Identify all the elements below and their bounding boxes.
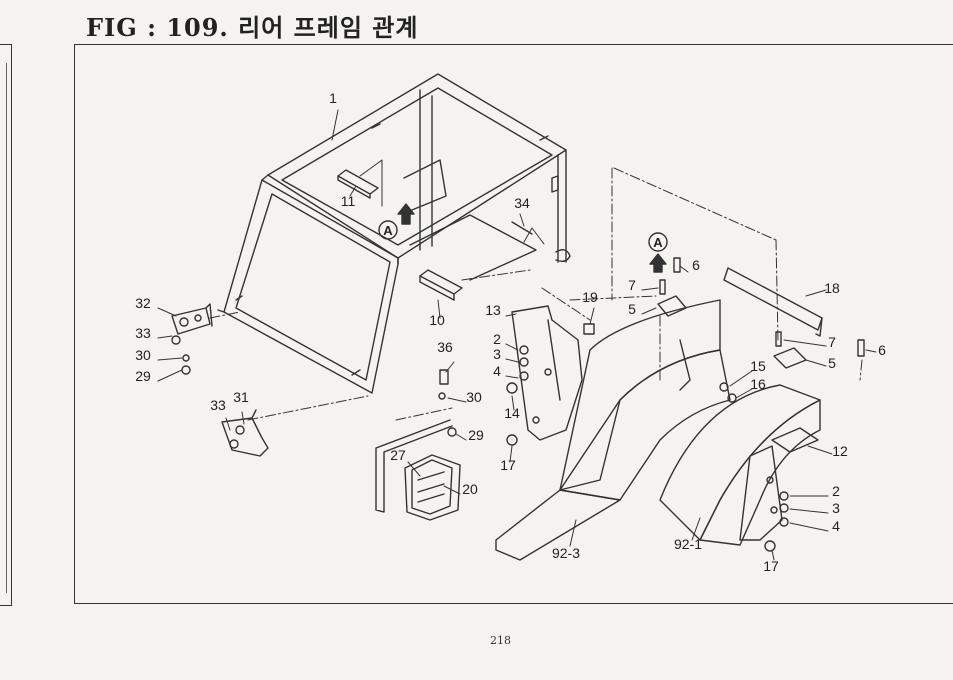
part-callout-12: 12 — [832, 443, 848, 459]
rear-window-frame-part — [217, 174, 399, 394]
part-callout-7: 7 — [828, 334, 836, 350]
part-callout-16: 16 — [750, 376, 766, 392]
part-callout-32: 32 — [135, 295, 151, 311]
part-callout-14: 14 — [504, 405, 520, 421]
part-callout-29: 29 — [468, 427, 484, 443]
part-callout-34: 34 — [514, 195, 530, 211]
part-callout-2: 2 — [493, 331, 501, 347]
assembly-lines — [209, 167, 863, 421]
part-callout-4: 4 — [493, 363, 501, 379]
part-callout-92-1: 92-1 — [674, 536, 702, 552]
hinge-bracket-31-part — [221, 409, 269, 457]
view-a-marker-left — [378, 203, 415, 240]
part-callout-30: 30 — [135, 347, 151, 363]
left-margin-frame — [0, 44, 12, 606]
leader-lines — [157, 109, 877, 561]
part-callout-36: 36 — [437, 339, 453, 355]
part-callout-6: 6 — [878, 342, 886, 358]
part-callout-33: 33 — [135, 325, 151, 341]
part-callout-11: 11 — [341, 193, 356, 209]
part-callout-4: 4 — [832, 518, 840, 534]
part-callout-13: 13 — [485, 302, 501, 318]
view-a-marker-right — [648, 232, 668, 273]
left-margin-rule — [6, 63, 7, 593]
bracket-13-part — [511, 305, 583, 441]
part-callout-5: 5 — [628, 301, 636, 317]
part-callout-27: 27 — [390, 447, 406, 463]
part-callout-17: 17 — [500, 457, 516, 473]
page-number: 218 — [490, 634, 511, 647]
view-a-label-right: A — [653, 235, 663, 250]
part-callout-1: 1 — [329, 90, 337, 106]
bolt-group — [171, 257, 865, 552]
part-callout-92-3: 92-3 — [552, 545, 580, 561]
part-callout-15: 15 — [750, 358, 766, 374]
part-callout-6: 6 — [692, 257, 700, 273]
bar-18-part — [723, 267, 823, 337]
part-callout-19: 19 — [582, 289, 598, 305]
roof-frame-part — [267, 73, 571, 281]
fender-92-3-part — [495, 299, 731, 561]
bracket-12-part — [739, 427, 819, 541]
part-callout-31: 31 — [233, 389, 249, 405]
view-a-label-left: A — [383, 223, 393, 238]
part-callout-18: 18 — [824, 280, 840, 296]
part-callout-7: 7 — [628, 277, 636, 293]
panel-20-part — [404, 454, 461, 521]
part-callout-30: 30 — [466, 389, 482, 405]
part-callout-3: 3 — [493, 346, 501, 362]
part-callout-29: 29 — [135, 368, 151, 384]
part-callout-3: 3 — [832, 500, 840, 516]
part-callout-10: 10 — [429, 312, 445, 328]
part-callout-17: 17 — [763, 558, 779, 574]
hinge-bracket-32-part — [171, 303, 213, 335]
drawing-frame — [74, 44, 953, 604]
pad-10-part — [419, 269, 463, 301]
figure-title: FIG : 109. 리어 프레임 관계 — [86, 13, 419, 42]
fender-92-1-part — [659, 384, 821, 546]
part-callout-20: 20 — [462, 481, 478, 497]
part-callout-2: 2 — [832, 483, 840, 499]
part-callout-5: 5 — [828, 355, 836, 371]
plate-5-part — [657, 295, 807, 369]
rod-27-part — [375, 419, 453, 513]
part-callout-33: 33 — [210, 397, 226, 413]
pin-34-part — [511, 221, 533, 235]
